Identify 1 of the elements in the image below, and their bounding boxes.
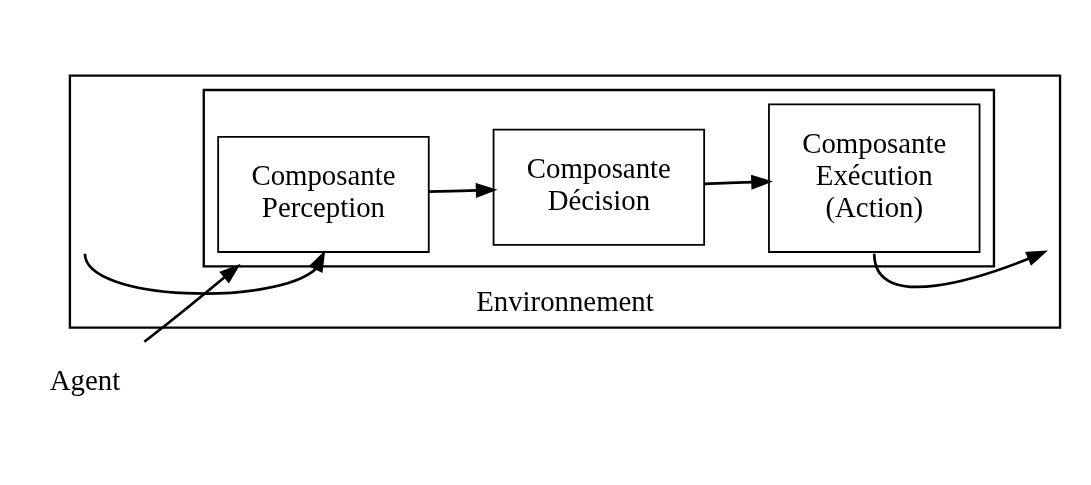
node-text: Agent	[49, 363, 121, 396]
